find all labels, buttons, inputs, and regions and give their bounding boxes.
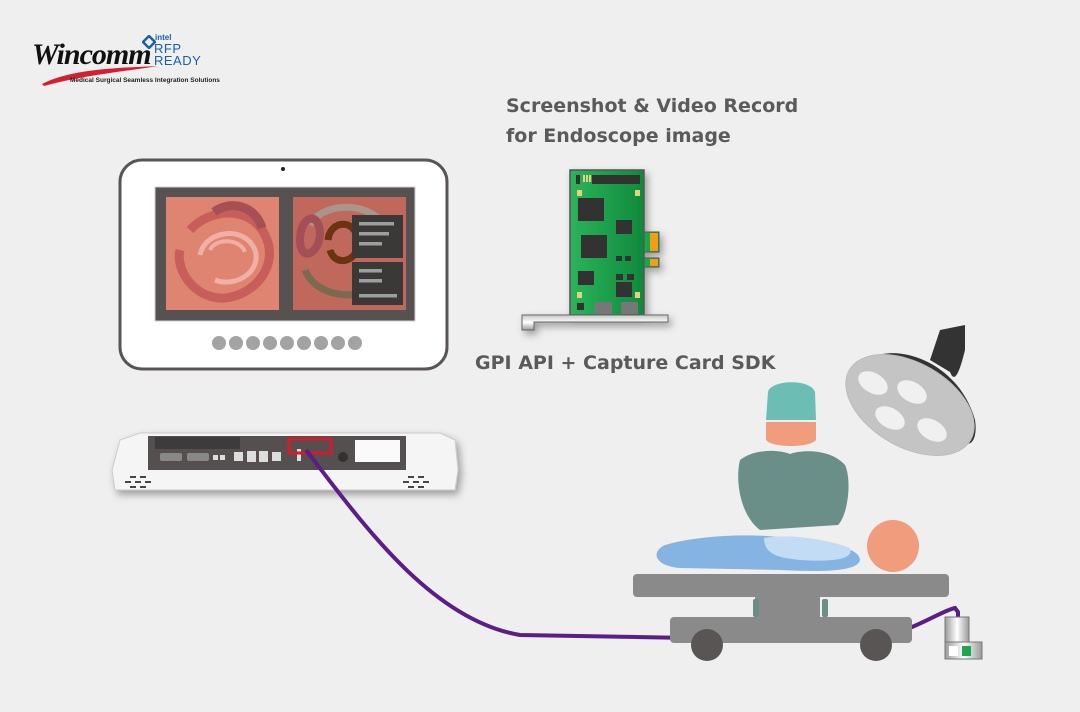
intel-wordmark: intel [155, 33, 172, 42]
wheel-icon [691, 629, 723, 661]
indicator-dot [297, 336, 311, 350]
indicator-dot [348, 336, 362, 350]
tablet-display [118, 158, 449, 371]
video-cable [304, 448, 691, 640]
indicator-dot [314, 336, 328, 350]
indicator-dot [263, 336, 277, 350]
indicator-dots [212, 336, 362, 350]
camera-dot-icon [281, 167, 285, 171]
indicator-dot [331, 336, 345, 350]
endoscope-camera-unit [944, 616, 983, 660]
endoscope-image-left [166, 197, 279, 310]
indicator-dot [280, 336, 294, 350]
panel-pc-rear [111, 432, 459, 491]
capture-card [521, 169, 669, 331]
wheel-icon [860, 629, 892, 661]
overlay-menu-bottom [352, 262, 403, 305]
video-cable-right [904, 605, 960, 632]
sdk-label: GPI API + Capture Card SDK [475, 352, 776, 374]
patient-figure [656, 520, 919, 572]
speaker-grille-icon [125, 476, 429, 488]
wincomm-logo: Wincomm [32, 38, 152, 71]
operating-table [633, 574, 949, 661]
intel-diamond-icon [142, 35, 156, 49]
headline-line1: Screenshot & Video Record [506, 95, 799, 117]
indicator-dot [246, 336, 260, 350]
surgeon-figure [738, 382, 849, 530]
ready-text: READY [154, 53, 202, 68]
indicator-dot [212, 336, 226, 350]
logo-swoosh-icon [42, 66, 158, 86]
surgical-lamp [845, 325, 976, 456]
logo-tagline: Medical Surgical Seamless Integration So… [70, 77, 220, 84]
overlay-menu-top [352, 215, 403, 258]
rfp-text: RFP [154, 41, 182, 56]
headline-line2: for Endoscope image [506, 125, 731, 147]
indicator-dot [229, 336, 243, 350]
